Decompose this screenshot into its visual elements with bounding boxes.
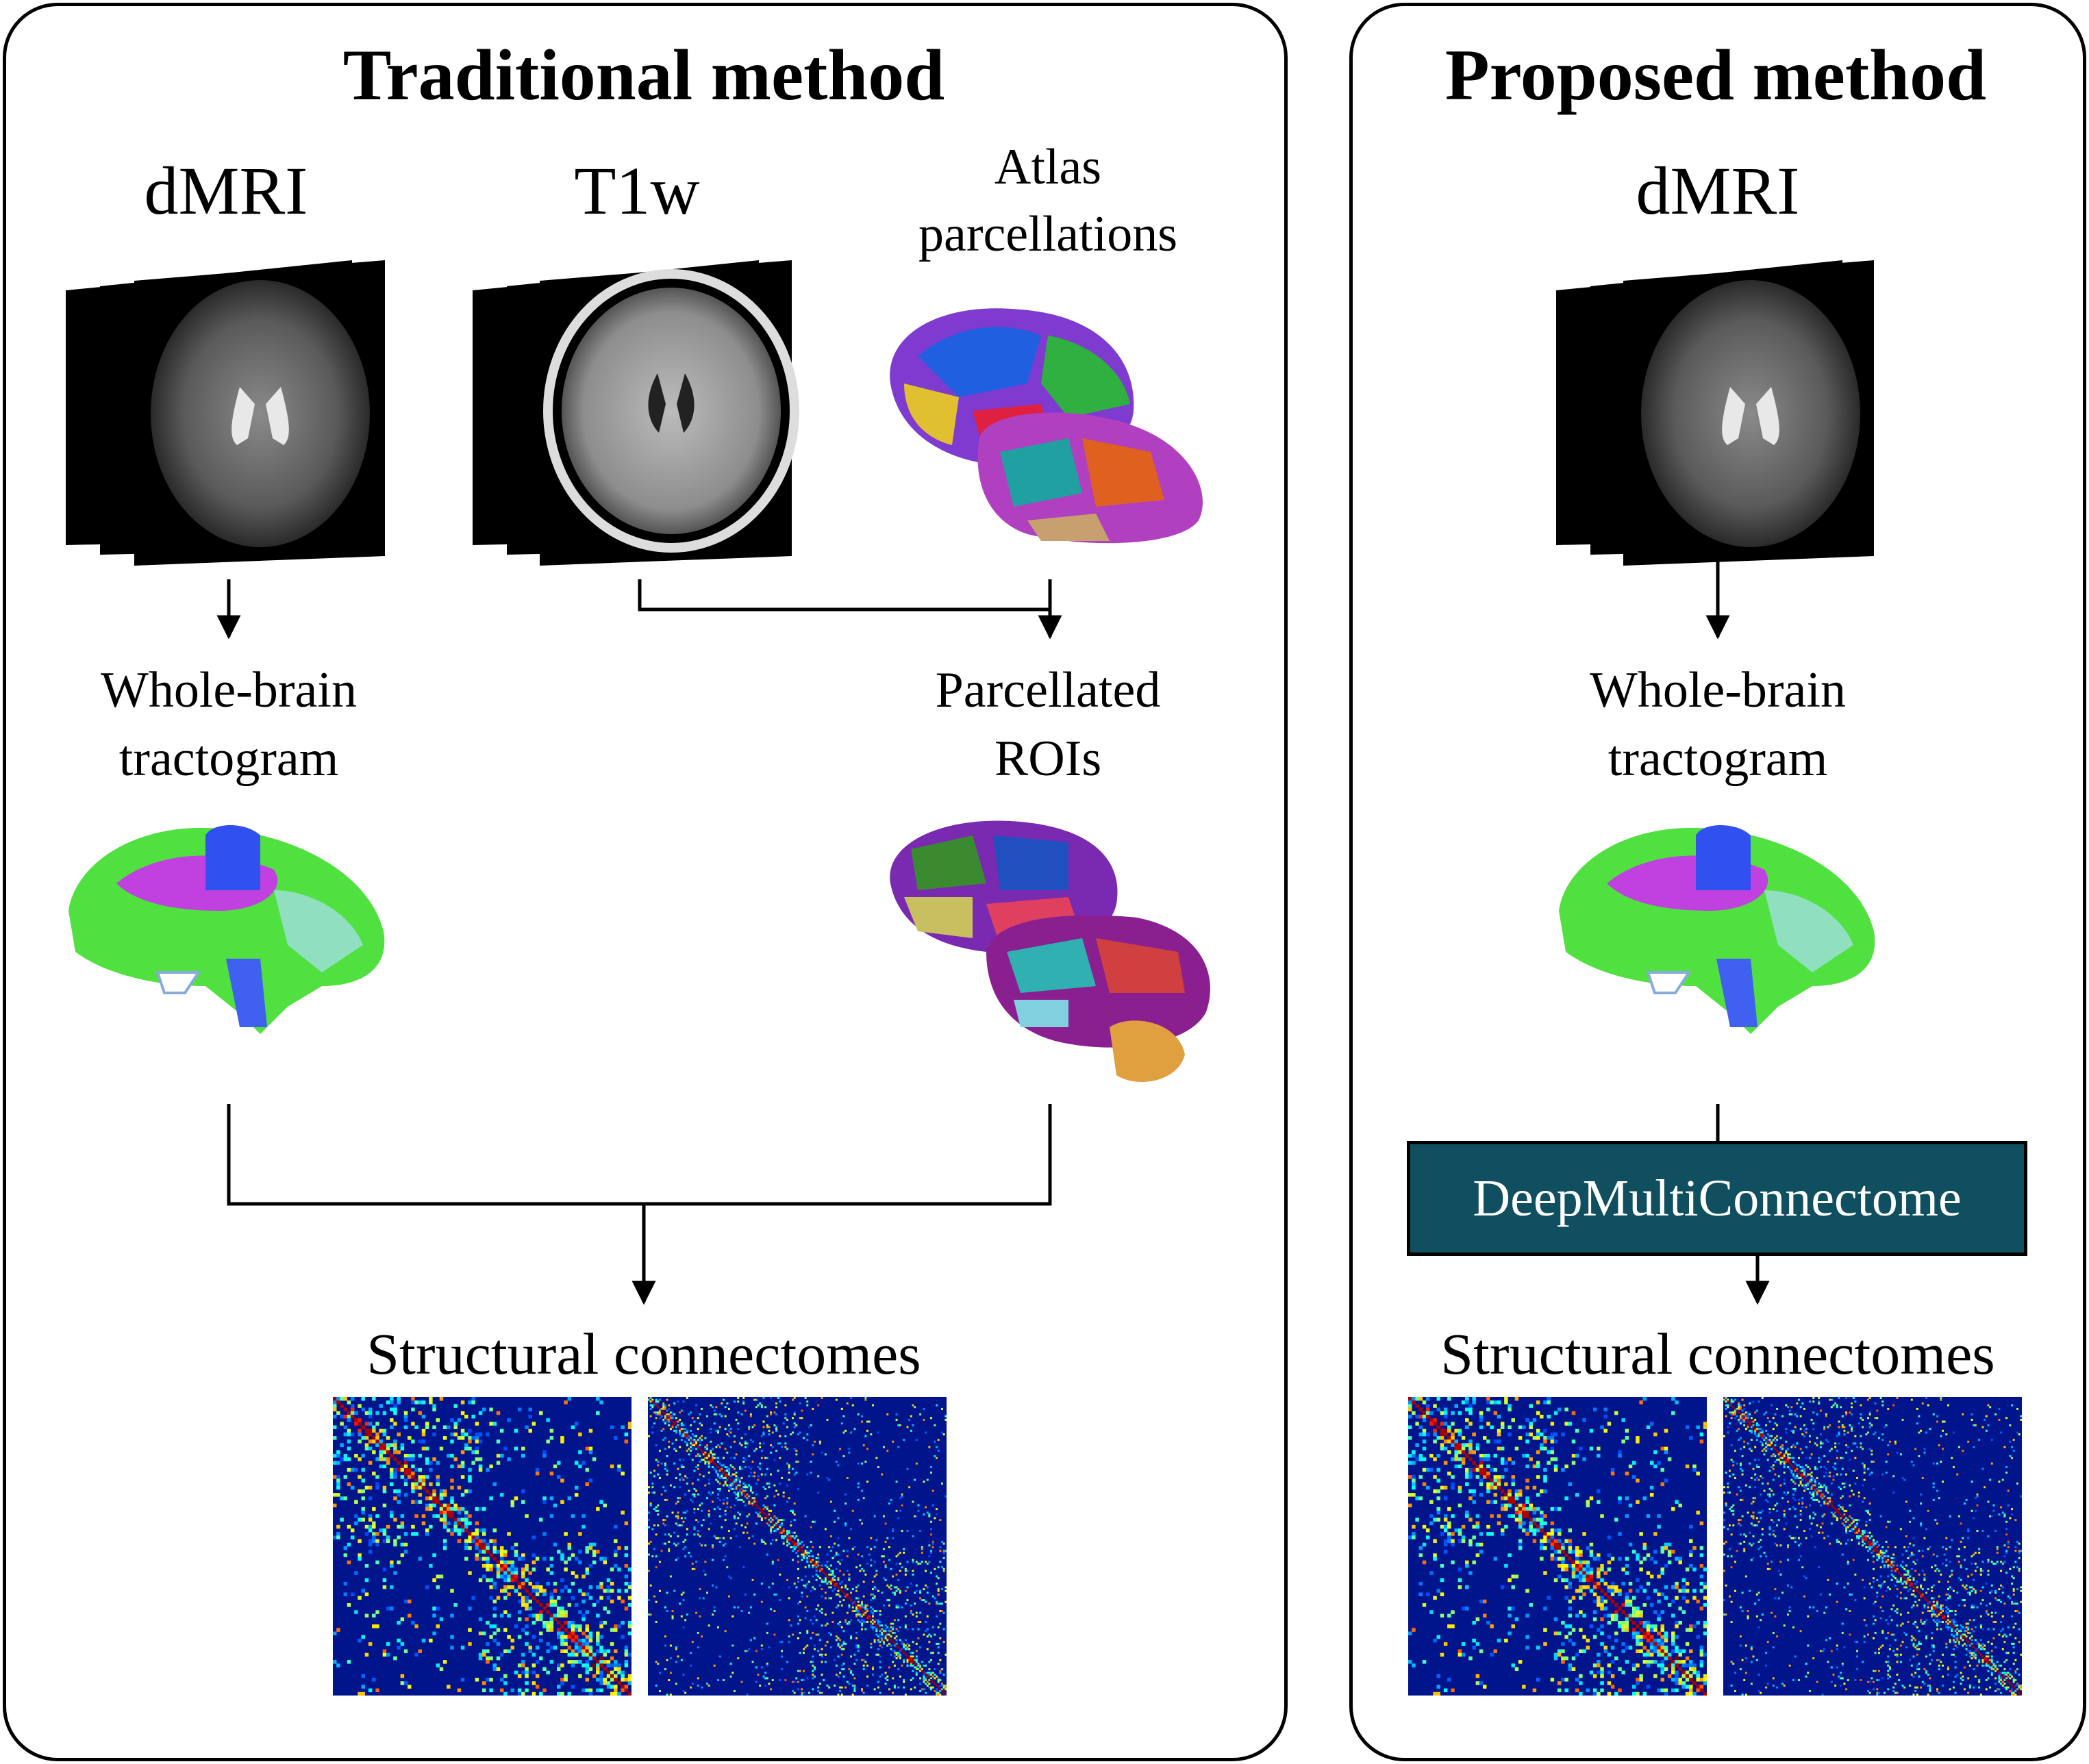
atlas-label-line2: parcellations	[918, 206, 1178, 262]
deepmulticonnectome-box: DeepMultiConnectome	[1407, 1141, 2027, 1256]
atlas-label-line1: Atlas	[994, 139, 1102, 195]
tractogram-label-line2: tractogram	[118, 731, 339, 787]
connectome-matrix-traditional-2	[648, 1397, 947, 1696]
tractogram-label-line1: Whole-brain	[101, 662, 357, 718]
connector-t1w-atlas	[638, 579, 1050, 612]
connector-tractogram-rois	[227, 1104, 1052, 1206]
proposed-connectomes-label: Structural connectomes	[1440, 1321, 1995, 1387]
rois-label-line2: ROIs	[994, 731, 1102, 787]
proposed-tractogram-label-line2: tractogram	[1608, 731, 1828, 787]
deepmulticonnectome-label: DeepMultiConnectome	[1473, 1169, 1962, 1227]
tractogram-render	[68, 825, 385, 1034]
connectome-matrix-traditional-1	[333, 1397, 631, 1696]
atlas-parcellation-surface	[890, 308, 1203, 544]
t1w-image-stack	[473, 260, 799, 566]
connectome-matrix-proposed-1	[1408, 1397, 1707, 1696]
traditional-connectomes-label: Structural connectomes	[366, 1321, 921, 1387]
rois-label-line1: Parcellated	[935, 662, 1161, 718]
parcellated-rois-render	[890, 820, 1210, 1082]
proposed-tractogram-render	[1559, 825, 1875, 1034]
proposed-tractogram-label-line1: Whole-brain	[1590, 662, 1846, 718]
proposed-dmri-image-stack	[1556, 260, 1874, 566]
dmri-image-stack	[66, 260, 385, 566]
connectome-matrix-proposed-2	[1723, 1397, 2022, 1696]
t1w-label: T1w	[574, 153, 700, 229]
dmri-label: dMRI	[144, 153, 308, 229]
proposed-dmri-label: dMRI	[1636, 153, 1800, 229]
traditional-method-title: Traditional method	[342, 35, 945, 115]
proposed-method-title: Proposed method	[1444, 35, 1987, 115]
